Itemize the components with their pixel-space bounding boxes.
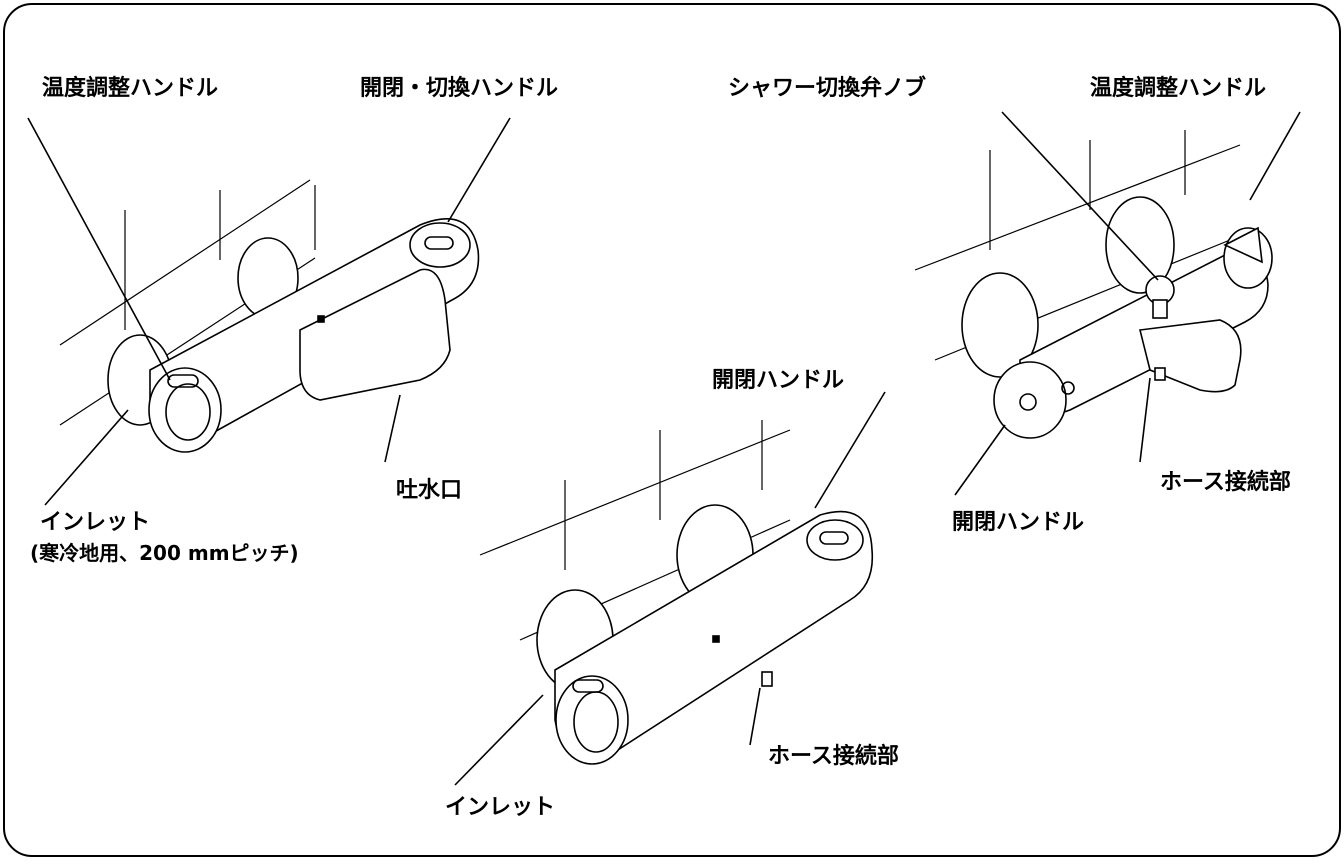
label-center-inlet: インレット	[445, 795, 556, 820]
left-spout-shape	[299, 268, 451, 401]
right-faucet	[914, 130, 1273, 439]
right-wall-flange-right	[1105, 196, 1175, 294]
right-wall-flange-left	[961, 272, 1039, 378]
left-leader-lines	[27, 117, 511, 506]
right-spout-shape	[1139, 319, 1242, 393]
right-leader-lines	[954, 111, 1301, 496]
label-right-temp-handle: 温度調整ハンドル	[1090, 76, 1267, 101]
label-left-inlet-note: (寒冷地用、200 mmピッチ)	[30, 541, 299, 565]
label-right-hose: ホース接続部	[1160, 470, 1291, 495]
left-end-cap-right	[409, 222, 471, 268]
right-end-cap-left	[993, 361, 1067, 439]
center-faucet	[479, 420, 874, 765]
label-center-hose: ホース接続部	[768, 744, 899, 769]
label-left-temp-handle: 温度調整ハンドル	[42, 76, 219, 101]
left-end-cap-left	[148, 367, 222, 453]
label-left-inlet: インレット	[40, 510, 151, 535]
label-right-open-handle: 開閉ハンドル	[952, 510, 1085, 535]
label-left-spout: 吐水口	[396, 478, 463, 503]
left-faucet	[59, 179, 480, 453]
frame-border	[3, 3, 1341, 857]
label-left-open-switch-handle: 開閉・切換ハンドル	[360, 76, 559, 101]
center-leader-lines	[454, 391, 886, 786]
center-end-cap-right	[806, 519, 864, 561]
label-right-shower-knob: シャワー切換弁ノブ	[728, 76, 927, 101]
label-center-open-handle: 開閉ハンドル	[712, 368, 845, 393]
